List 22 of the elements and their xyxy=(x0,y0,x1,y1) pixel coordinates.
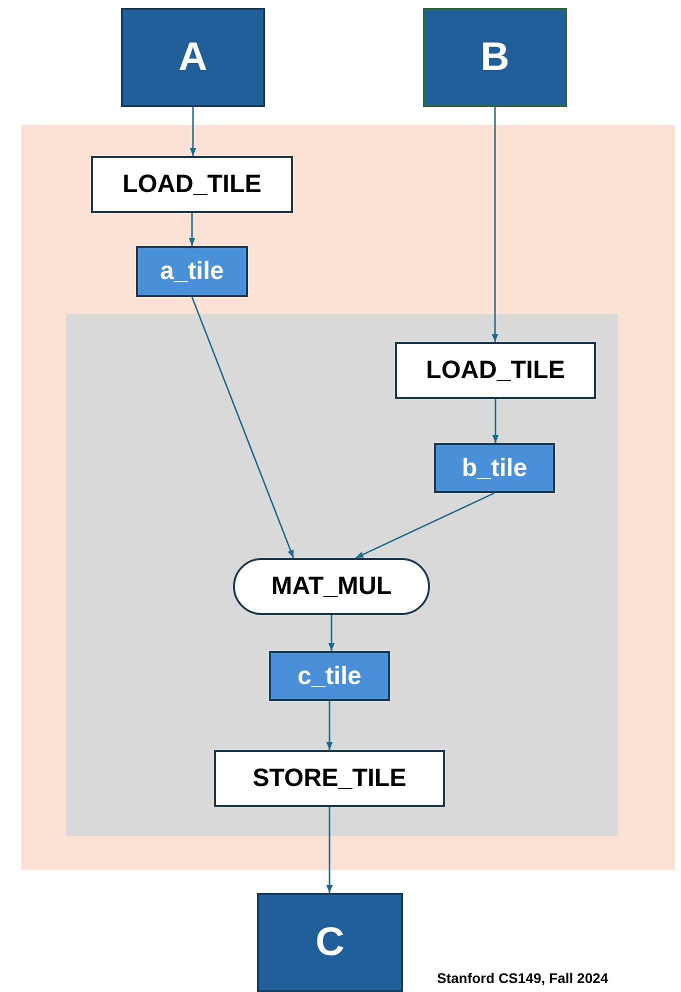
region-background xyxy=(66,314,618,836)
arrow xyxy=(492,399,499,443)
arrow xyxy=(328,615,335,651)
operation-pill: MAT_MUL xyxy=(233,558,430,615)
arrow xyxy=(326,807,333,893)
arrow xyxy=(188,213,196,246)
arrow xyxy=(191,296,294,558)
tile-box: a_tile xyxy=(136,246,248,297)
operation-box: STORE_TILE xyxy=(214,750,445,807)
footer-note: Stanford CS149, Fall 2024 xyxy=(437,970,608,986)
operation-box: LOAD_TILE xyxy=(91,156,293,213)
arrow xyxy=(492,107,498,342)
data-box: A xyxy=(121,8,265,107)
arrow xyxy=(190,107,196,156)
tile-box: b_tile xyxy=(434,443,555,493)
data-box: C xyxy=(257,893,403,992)
arrow xyxy=(355,492,495,559)
arrow xyxy=(326,701,333,750)
operation-box: LOAD_TILE xyxy=(395,342,596,399)
region-background xyxy=(21,125,675,870)
data-box: B xyxy=(423,8,567,107)
tile-box: c_tile xyxy=(269,651,390,701)
